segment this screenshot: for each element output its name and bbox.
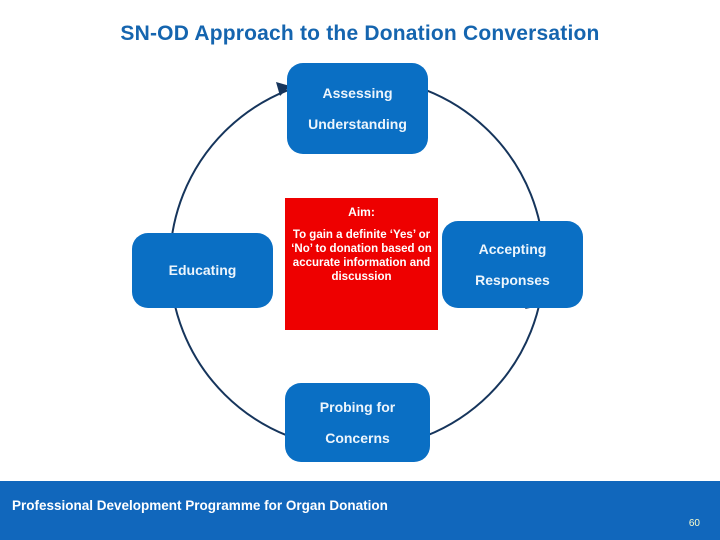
aim-heading: Aim: (348, 205, 375, 219)
node-label-line: Understanding (308, 115, 407, 132)
node-educating: Educating (132, 233, 273, 308)
aim-box: Aim: To gain a definite ‘Yes’ or ‘No’ to… (285, 198, 438, 330)
node-label-line: Probing for (319, 398, 396, 415)
footer-text: Professional Development Programme for O… (12, 498, 388, 513)
node-accepting-responses: Accepting Responses (442, 221, 583, 308)
aim-body: To gain a definite ‘Yes’ or ‘No’ to dona… (291, 229, 432, 283)
node-label-line: Concerns (325, 429, 390, 446)
node-label-line: Assessing (322, 84, 393, 101)
node-label-line: Responses (475, 271, 550, 288)
page-number: 60 (688, 518, 700, 529)
slide-title: SN-OD Approach to the Donation Conversat… (120, 22, 600, 45)
node-label-line: Accepting (478, 240, 547, 257)
node-probing-for-concerns: Probing for Concerns (285, 383, 430, 462)
footer-bar: Professional Development Programme for O… (0, 481, 720, 540)
node-label-line: Educating (168, 262, 237, 278)
arrowhead-into-assessing-icon (276, 82, 290, 96)
node-assessing-understanding: Assessing Understanding (287, 63, 428, 154)
